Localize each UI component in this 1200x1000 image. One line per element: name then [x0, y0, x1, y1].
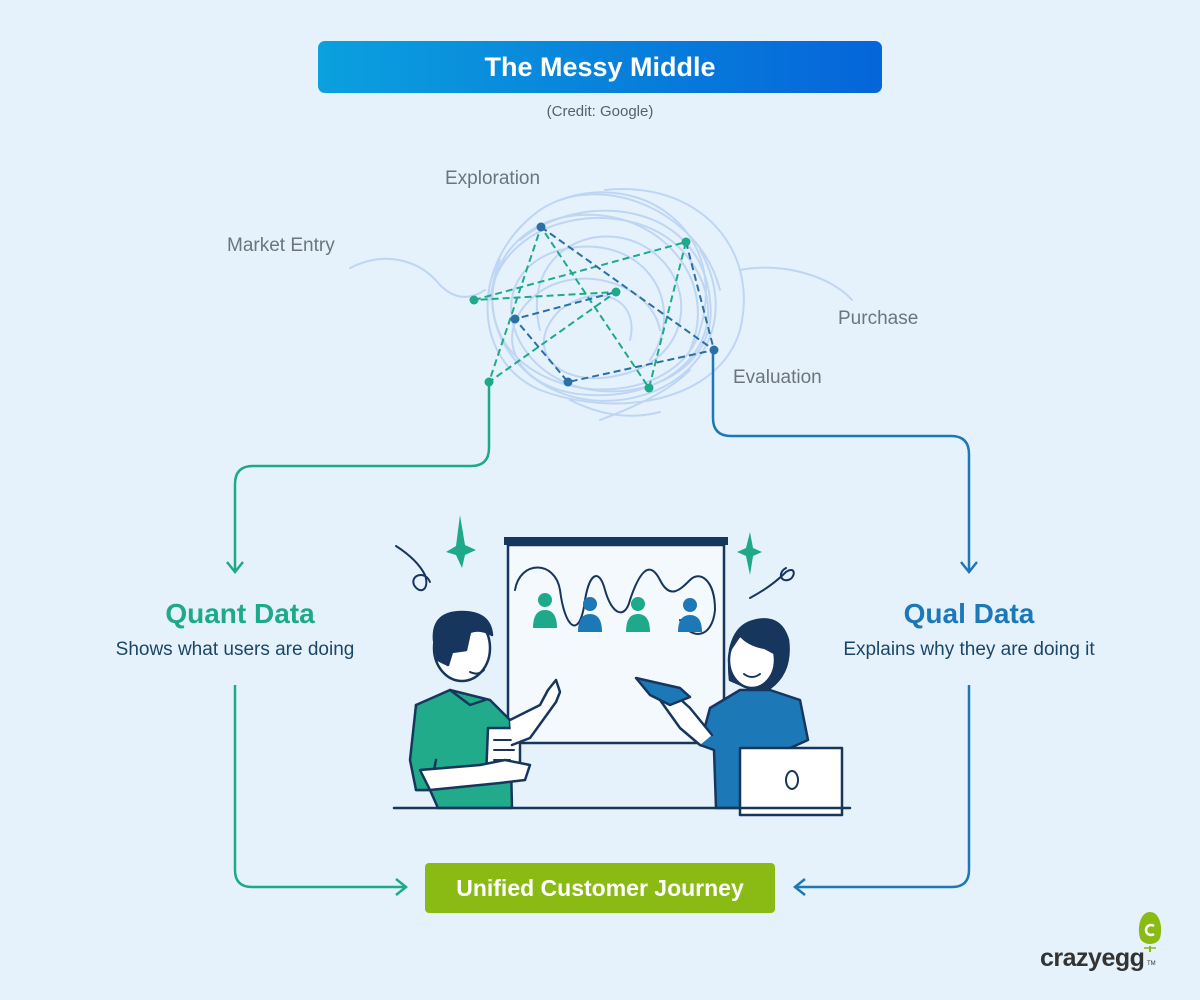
- stage-market-entry: Market Entry: [227, 235, 335, 256]
- title-banner: The Messy Middle: [318, 41, 882, 93]
- network-nodes: [469, 222, 719, 393]
- crazyegg-logo-icon: [1138, 912, 1162, 952]
- qual-data-subtitle: Explains why they are doing it: [843, 639, 1095, 660]
- team-illustration: [392, 515, 852, 817]
- user-icons-row: [533, 593, 702, 632]
- sparkle-left-icon: [446, 515, 476, 568]
- unified-journey-box: Unified Customer Journey: [425, 863, 775, 913]
- stage-evaluation: Evaluation: [733, 367, 822, 388]
- brand-wordmark: crazyegg: [1040, 944, 1145, 972]
- quant-data-title: Quant Data: [165, 598, 315, 629]
- sparkle-right-icon: [737, 532, 762, 575]
- quant-connector: [226, 386, 491, 896]
- stage-purchase: Purchase: [838, 308, 919, 329]
- qual-data-title: Qual Data: [903, 598, 1035, 629]
- credit-note: (Credit: Google): [546, 103, 654, 120]
- brand-trademark: TM: [1147, 961, 1156, 967]
- qual-connector: [711, 354, 978, 896]
- quant-data-subtitle: Shows what users are doing: [115, 639, 355, 660]
- stage-exploration: Exploration: [445, 168, 541, 189]
